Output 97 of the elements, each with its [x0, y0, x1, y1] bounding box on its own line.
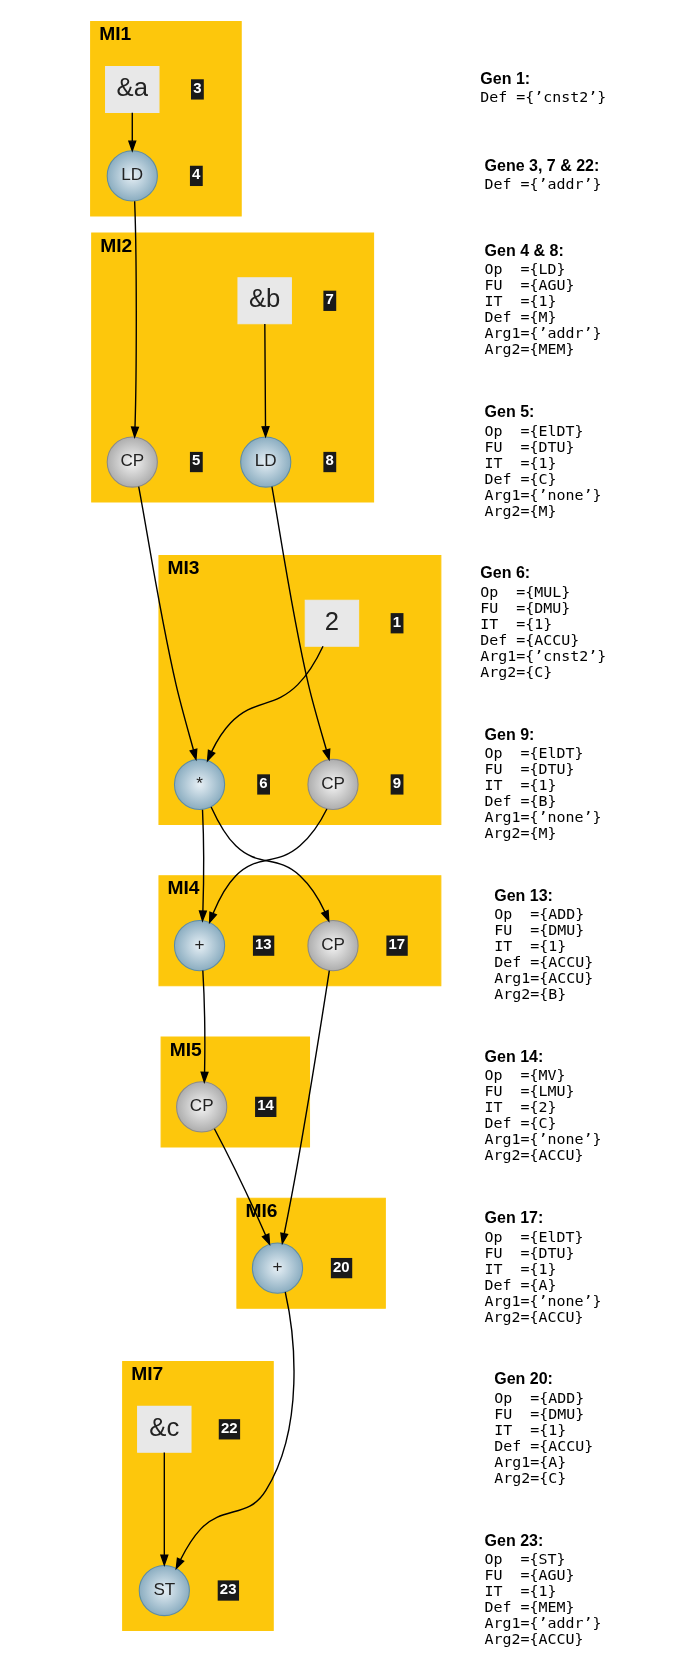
label: Op ={ADD}	[493, 1388, 584, 1407]
label: Def ={MEM}	[484, 1598, 575, 1617]
label: Arg1={’addr’}	[484, 324, 602, 343]
label: Op ={ST}	[484, 1550, 566, 1569]
node-circle: CP	[306, 920, 359, 972]
node-box: &b	[236, 277, 292, 325]
label: Gen 13:	[493, 886, 553, 904]
label: Def ={A}	[484, 1275, 557, 1294]
node-circle: CP	[175, 1081, 227, 1133]
node-circle: +	[173, 920, 225, 972]
arrow	[270, 485, 330, 762]
label: FU ={AGU}	[484, 276, 575, 295]
label: Gen 20:	[493, 1370, 553, 1388]
label: Def ={ACCU}	[479, 630, 579, 649]
label: Op ={ElDT}	[484, 421, 584, 440]
label: Gen 4 & 8:	[484, 241, 564, 259]
label: Def ={ACCU}	[493, 953, 593, 972]
label: Def ={C}	[484, 469, 557, 488]
label: Op ={MV}	[484, 1066, 566, 1085]
label: IT ={1}	[484, 1259, 557, 1278]
label: Arg1={’none’}	[484, 1130, 602, 1149]
node-label: 13	[254, 935, 272, 953]
label: Gen 17:	[484, 1209, 543, 1227]
label: Op ={ElDT}	[484, 1227, 584, 1246]
node-label: 3	[192, 78, 201, 96]
node-circle: +	[251, 1242, 303, 1294]
label: IT ={1}	[479, 614, 552, 633]
arrow	[159, 1451, 169, 1568]
label: IT ={1}	[484, 453, 557, 472]
arrow	[206, 645, 324, 763]
node-circle: CP	[306, 758, 359, 811]
arrow	[127, 111, 137, 153]
node-label: 1	[392, 612, 401, 630]
node-circle: CP	[106, 436, 158, 488]
node-label: 9	[392, 773, 401, 791]
label: Arg1={’none’}	[484, 808, 602, 827]
label: Arg2={ACCU}	[484, 1630, 584, 1649]
node-circle: LD	[239, 436, 291, 488]
label: Gen 6:	[479, 564, 530, 582]
label: Op ={MUL}	[479, 582, 570, 601]
node-circle: *	[173, 758, 225, 811]
node-label: 7	[325, 290, 334, 308]
node-box: &c	[136, 1405, 192, 1453]
label: FU ={LMU}	[484, 1082, 575, 1101]
label: Gen 1:	[479, 70, 530, 88]
node-label: 22	[220, 1418, 238, 1436]
arrow	[279, 970, 330, 1246]
node-label: 23	[219, 1579, 236, 1597]
label: Arg1={ACCU}	[493, 969, 593, 988]
node-label: 17	[388, 935, 405, 953]
arrow	[198, 809, 207, 923]
label: Arg2={B}	[493, 985, 566, 1004]
arrow	[199, 969, 209, 1084]
label: IT ={2}	[484, 1098, 557, 1117]
label: Arg1={’addr’}	[484, 1614, 602, 1633]
label: IT ={1}	[484, 292, 557, 311]
label: Def ={’addr’}	[484, 174, 602, 193]
node-label: 8	[325, 451, 334, 469]
node-box: &a	[104, 65, 159, 113]
label: Def ={B}	[484, 792, 557, 811]
label: Gen 14:	[484, 1048, 543, 1066]
label: Arg2={ACCU}	[484, 1146, 584, 1165]
arrow	[174, 1291, 295, 1571]
node-label: 5	[191, 451, 200, 469]
label: Arg2={MEM}	[484, 340, 575, 359]
label: Arg1={’none’}	[484, 1291, 602, 1310]
label: Gene 3, 7 & 22:	[484, 156, 599, 174]
label: Op ={ADD}	[493, 905, 584, 924]
label: Gen 23:	[484, 1531, 543, 1549]
label: FU ={AGU}	[484, 1566, 575, 1585]
label: Arg1={’none’}	[484, 485, 602, 504]
node-circle: LD	[106, 150, 158, 202]
label: IT ={1}	[484, 776, 557, 795]
label: Def ={ACCU}	[493, 1436, 593, 1455]
label: Gen 5:	[484, 403, 534, 421]
label: IT ={1}	[493, 937, 566, 956]
label: Arg1={’cnst2’}	[479, 646, 606, 665]
label: Arg2={M}	[484, 824, 557, 843]
label: Def ={M}	[484, 308, 557, 327]
label: FU ={DMU}	[493, 921, 584, 940]
label: Def ={’cnst2’}	[479, 88, 606, 107]
node-label: 6	[258, 773, 268, 791]
label: Op ={ElDT}	[484, 743, 584, 762]
label: Def ={C}	[484, 1114, 557, 1133]
label: Gen 9:	[484, 725, 534, 743]
node-label: 20	[332, 1257, 350, 1275]
label: IT ={1}	[493, 1420, 566, 1439]
node-label: 14	[256, 1096, 274, 1114]
label: Op ={LD}	[484, 260, 566, 279]
label: Arg1={A}	[493, 1452, 566, 1471]
node-label: 4	[191, 165, 200, 183]
arrow	[260, 323, 270, 439]
node-circle: ST	[138, 1564, 190, 1617]
label: IT ={1}	[484, 1582, 557, 1601]
arrow	[130, 200, 139, 439]
node-box: 2	[304, 599, 359, 647]
arrow	[137, 485, 197, 762]
